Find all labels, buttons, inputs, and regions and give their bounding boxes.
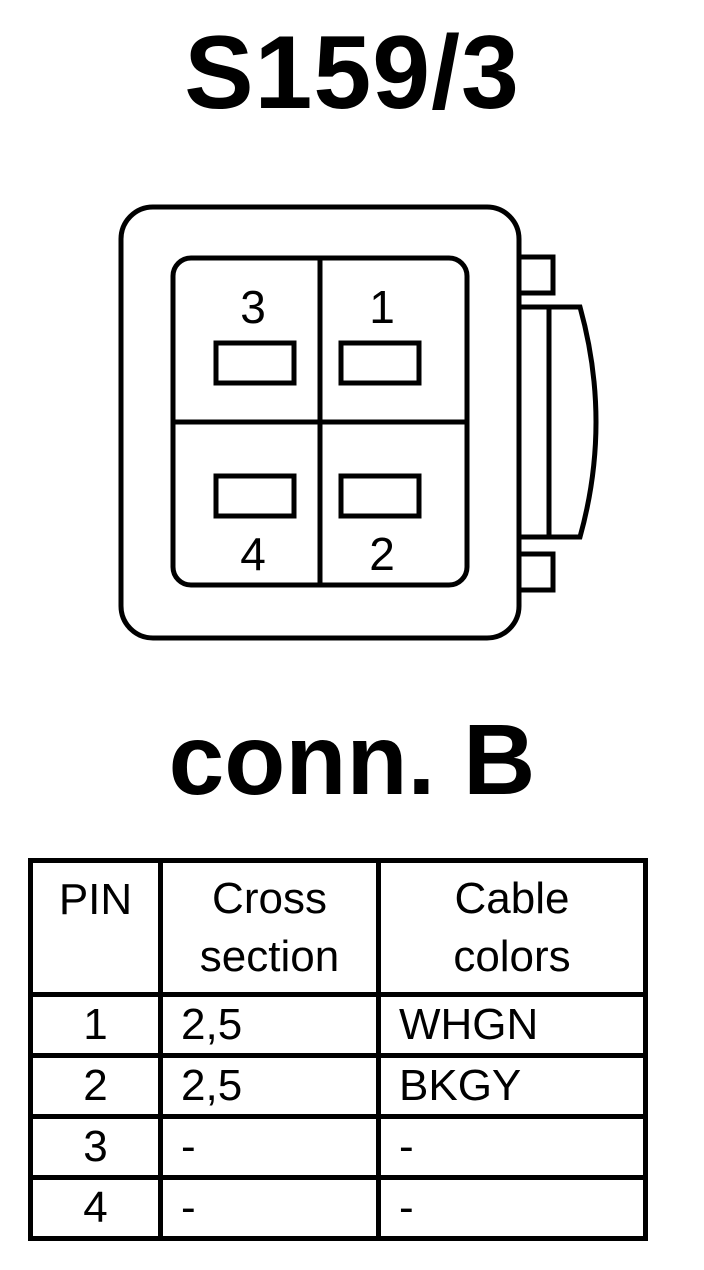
header-cable-colors: Cable colors [376,858,648,997]
pin-contact-3 [213,340,297,386]
header-cross-section-line1: Cross [212,873,327,923]
table-header-row: PIN Cross section Cable colors [28,858,648,997]
header-pin-text: PIN [58,875,133,924]
pin-table: PIN Cross section Cable colors 1 2,5 WHG… [28,858,648,1241]
header-pin: PIN [28,858,163,997]
cell-cable-color: - [376,1175,648,1241]
header-cable-colors-line1: Cable [454,873,570,923]
locking-lever [519,304,599,540]
connector-housing [118,204,522,641]
cell-pin: 3 [28,1114,163,1180]
cell-pin: 1 [28,992,163,1058]
cell-pin: 2 [28,1053,163,1119]
header-cross-section: Cross section [158,858,381,997]
cell-cross-section: - [158,1175,381,1241]
header-cable-colors-line2: colors [453,931,571,981]
cell-cross-section: 2,5 [158,992,381,1058]
cell-cable-color: WHGN [376,992,648,1058]
pin-contact-4 [213,473,297,519]
pin-label-top-left: 3 [240,281,266,333]
cell-cable-color: BKGY [376,1053,648,1119]
latch-tab-top [516,254,556,296]
latch-tab-bottom [516,551,556,593]
connector-drawing: 3 1 4 2 [118,204,599,641]
pin-label-top-right: 1 [369,281,395,333]
table-row: 4 - - [28,1175,648,1241]
pin-contact-1 [338,340,422,386]
diagram-title: S159/3 [184,15,520,131]
pin-contact-2 [338,473,422,519]
table-row: 2 2,5 BKGY [28,1053,648,1119]
pin-label-bottom-left: 4 [240,528,266,580]
connector-label: conn. B [168,704,536,816]
cell-cross-section: - [158,1114,381,1180]
cell-cross-section: 2,5 [158,1053,381,1119]
cell-pin: 4 [28,1175,163,1241]
header-cross-section-line2: section [199,931,340,981]
table-row: 3 - - [28,1114,648,1180]
cell-cable-color: - [376,1114,648,1180]
pin-label-bottom-right: 2 [369,528,395,580]
table-row: 1 2,5 WHGN [28,992,648,1058]
